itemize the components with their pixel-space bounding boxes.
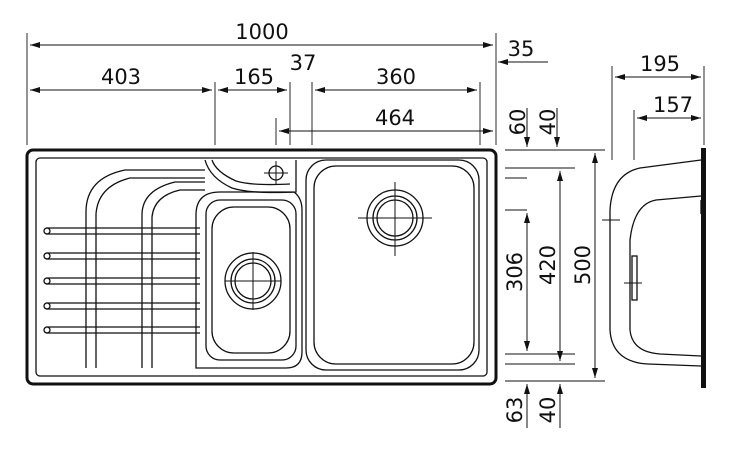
dim-top-margin: 60	[506, 109, 530, 136]
sink-inner-rim	[35, 157, 488, 377]
dim-top-rim: 40	[536, 109, 560, 136]
dim-large-bowl-width: 360	[376, 65, 416, 89]
tap-hole-area	[204, 159, 297, 194]
dim-bottom-rim: 40	[536, 397, 560, 424]
large-bowl	[305, 159, 480, 371]
dim-side-width: 195	[640, 52, 680, 76]
sink-outer-rim	[25, 148, 498, 386]
dim-side-depth: 157	[653, 93, 693, 117]
dim-bowl-height: 420	[536, 245, 560, 285]
dim-overall-depth: 500	[571, 245, 595, 285]
dim-drainer-width: 403	[101, 65, 141, 89]
drainer-grooves	[43, 227, 200, 334]
horizontal-dimensions: 1000 35 403 165 37 360 464	[26, 20, 548, 145]
dim-tap-hole-offset: 37	[290, 51, 317, 75]
vertical-dimensions: 60 40 306 420 500 63 40	[503, 108, 605, 428]
dim-edge-offset: 35	[508, 37, 535, 61]
dim-small-bowl-width: 165	[234, 65, 274, 89]
dim-bowls-width: 464	[375, 106, 415, 130]
sink-plan-view	[25, 148, 498, 386]
drainer-ribs	[85, 169, 205, 368]
dim-bowl-inner-height: 306	[503, 252, 527, 292]
side-rim-plate	[701, 148, 706, 388]
sink-side-view: 195 157	[602, 52, 706, 388]
dim-bottom-margin: 63	[503, 397, 527, 424]
dim-overall-width: 1000	[235, 20, 288, 44]
small-bowl	[195, 191, 303, 369]
